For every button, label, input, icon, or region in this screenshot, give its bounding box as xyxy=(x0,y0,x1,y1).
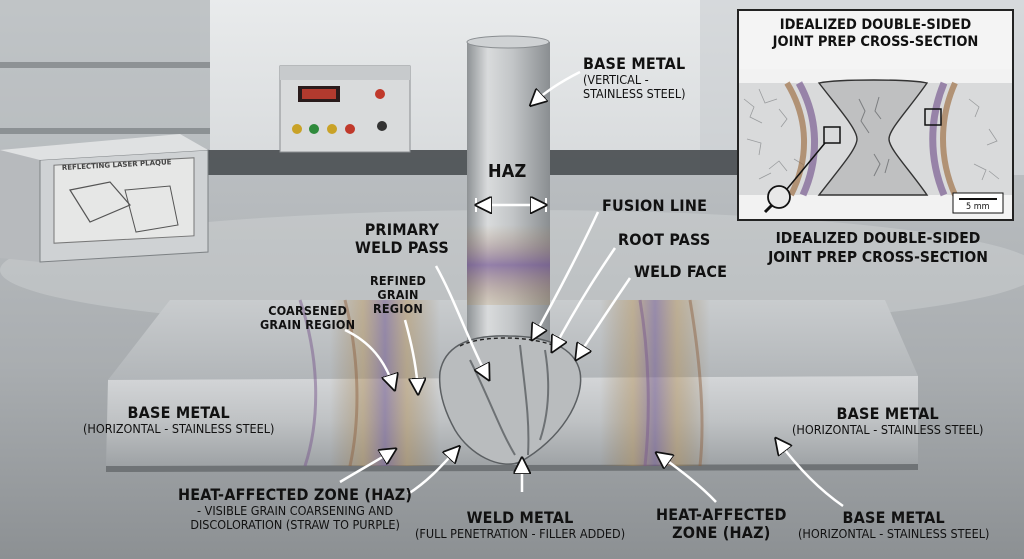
label-sub: (FULL PENETRATION - FILLER ADDED) xyxy=(415,525,626,541)
label-coarsened-grain: COARSENED GRAIN REGION xyxy=(260,304,355,332)
vertical-post xyxy=(466,35,550,342)
label-title: WELD METAL xyxy=(466,508,574,527)
power-supply xyxy=(279,65,411,153)
label-title: FUSION LINE xyxy=(602,196,708,215)
leader-arrows xyxy=(339,72,956,508)
label-sub: (HORIZONTAL - STAINLESS STEEL) xyxy=(798,525,990,541)
label-sub-1: (VERTICAL - xyxy=(583,71,649,87)
label-line2: GRAIN REGION xyxy=(260,317,356,332)
label-weld-metal: WELD METAL (FULL PENETRATION - FILLER AD… xyxy=(415,509,625,541)
label-sub-2: STAINLESS STEEL) xyxy=(583,85,686,101)
label-haz-vertical: HAZ xyxy=(488,161,527,182)
label-base-metal-vertical: BASE METAL (VERTICAL - STAINLESS STEEL) xyxy=(583,55,686,101)
laser-plaque-box: REFLECTING LASER PLAQUE xyxy=(0,134,209,263)
label-line2: DISCOLORATION (STRAW TO PURPLE) xyxy=(190,516,400,532)
inset-title-line2: JOINT PREP CROSS-SECTION xyxy=(772,33,979,50)
label-base-metal-left: BASE METAL (HORIZONTAL - STAINLESS STEEL… xyxy=(83,404,274,436)
label-line2: ZONE (HAZ) xyxy=(672,522,771,542)
label-title: HAZ xyxy=(488,161,527,182)
label-line1: PRIMARY xyxy=(364,220,440,239)
label-line1: - VISIBLE GRAIN COARSENING AND xyxy=(197,502,394,518)
label-line1: HEAT-AFFECTED xyxy=(656,505,787,524)
label-title: BASE METAL xyxy=(836,404,939,423)
scale-bar-label: 5 mm xyxy=(966,202,990,212)
label-root-pass: ROOT PASS xyxy=(618,231,710,249)
inset-title: IDEALIZED DOUBLE-SIDED JOINT PREP CROSS-… xyxy=(739,17,1012,50)
label-haz-bottom-left: HEAT-AFFECTED ZONE (HAZ) - VISIBLE GRAIN… xyxy=(178,486,412,532)
label-line2: WELD PASS xyxy=(355,237,449,257)
caption-line1: IDEALIZED DOUBLE-SIDED xyxy=(775,229,981,247)
label-line3: REGION xyxy=(373,301,423,316)
label-sub: (HORIZONTAL - STAINLESS STEEL) xyxy=(792,421,984,437)
label-line2: GRAIN xyxy=(377,287,419,302)
label-haz-bottom-right: HEAT-AFFECTED ZONE (HAZ) xyxy=(656,506,787,542)
label-refined-grain: REFINED GRAIN REGION xyxy=(370,274,426,316)
inset-cross-section: IDEALIZED DOUBLE-SIDED JOINT PREP CROSS-… xyxy=(737,9,1014,221)
label-base-metal-right: BASE METAL (HORIZONTAL - STAINLESS STEEL… xyxy=(792,405,983,437)
label-weld-face: WELD FACE xyxy=(634,263,727,281)
label-title: BASE METAL xyxy=(127,403,230,422)
caption-line2: JOINT PREP CROSS-SECTION xyxy=(768,247,988,266)
label-title: WELD FACE xyxy=(634,262,728,281)
inset-caption: IDEALIZED DOUBLE-SIDED JOINT PREP CROSS-… xyxy=(752,229,1004,266)
label-title: HEAT-AFFECTED ZONE (HAZ) xyxy=(178,485,413,504)
label-fusion-line: FUSION LINE xyxy=(602,197,707,215)
label-line1: REFINED xyxy=(370,273,427,288)
inset-micrograph xyxy=(739,69,1012,219)
label-line1: COARSENED xyxy=(268,303,348,318)
haz-bracket xyxy=(476,198,546,212)
inset-title-line1: IDEALIZED DOUBLE-SIDED xyxy=(779,17,972,33)
label-primary-weld-pass: PRIMARY WELD PASS xyxy=(355,221,449,257)
label-base-metal-bottom-right: BASE METAL (HORIZONTAL - STAINLESS STEEL… xyxy=(798,509,989,541)
label-sub: (HORIZONTAL - STAINLESS STEEL) xyxy=(83,420,275,436)
label-title: ROOT PASS xyxy=(618,230,711,249)
label-title: BASE METAL xyxy=(842,508,945,527)
label-title: BASE METAL xyxy=(583,54,686,73)
